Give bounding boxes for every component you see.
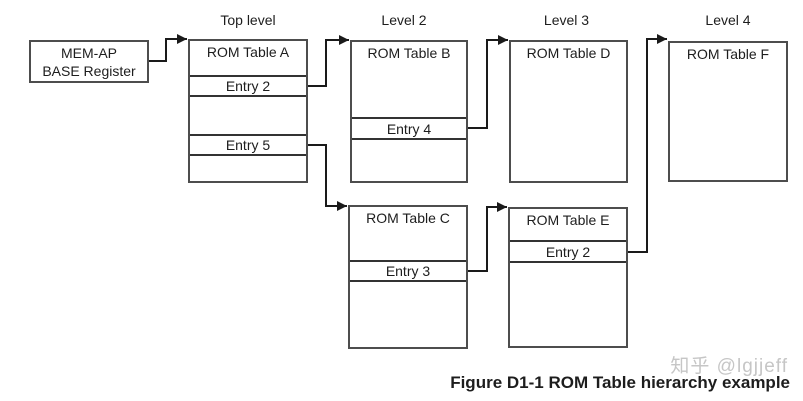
watermark-text: 知乎 @lgjjeff bbox=[670, 356, 788, 377]
rom-table-c-entry-3: Entry 3 bbox=[350, 260, 466, 282]
rom-table-e: ROM Table E Entry 2 bbox=[508, 207, 628, 348]
figure-caption: Figure D1-1 ROM Table hierarchy example bbox=[450, 373, 790, 392]
rom-table-b-title: ROM Table B bbox=[367, 45, 451, 61]
rom-table-d-title: ROM Table D bbox=[526, 45, 611, 61]
connector-memap-to-table-a bbox=[149, 34, 187, 62]
mem-ap-base-register-box: MEM-AP BASE Register bbox=[29, 40, 149, 83]
mem-ap-label-line1: MEM-AP bbox=[61, 44, 117, 61]
mem-ap-label-line2: BASE Register bbox=[42, 62, 136, 79]
rom-table-d: ROM Table D bbox=[509, 40, 628, 183]
column-label-level-2: Level 2 bbox=[381, 12, 427, 28]
connector-entry2e-to-table-f bbox=[628, 34, 667, 253]
rom-table-e-title: ROM Table E bbox=[526, 212, 610, 228]
connector-entry3c-to-table-e bbox=[468, 202, 507, 272]
column-label-level-4: Level 4 bbox=[705, 12, 751, 28]
rom-table-f-title: ROM Table F bbox=[686, 46, 770, 62]
connector-entry4b-to-table-d bbox=[468, 35, 508, 129]
connector-entry5a-to-table-c bbox=[308, 144, 347, 211]
rom-table-c: ROM Table C Entry 3 bbox=[348, 205, 468, 349]
rom-table-f: ROM Table F bbox=[668, 41, 788, 182]
rom-table-a-entry-2: Entry 2 bbox=[190, 75, 306, 97]
rom-table-b: ROM Table B Entry 4 bbox=[350, 40, 468, 183]
column-label-level-3: Level 3 bbox=[543, 12, 590, 28]
rom-table-b-entry-4: Entry 4 bbox=[352, 117, 466, 140]
rom-table-a: ROM Table A Entry 2 Entry 5 bbox=[188, 39, 308, 183]
connector-entry2a-to-table-b bbox=[308, 35, 349, 87]
rom-table-e-entry-2: Entry 2 bbox=[510, 240, 626, 263]
rom-table-a-title: ROM Table A bbox=[206, 44, 290, 60]
rom-table-c-title: ROM Table C bbox=[366, 210, 450, 226]
rom-table-a-entry-5: Entry 5 bbox=[190, 134, 306, 156]
column-label-top-level: Top level bbox=[220, 12, 276, 28]
